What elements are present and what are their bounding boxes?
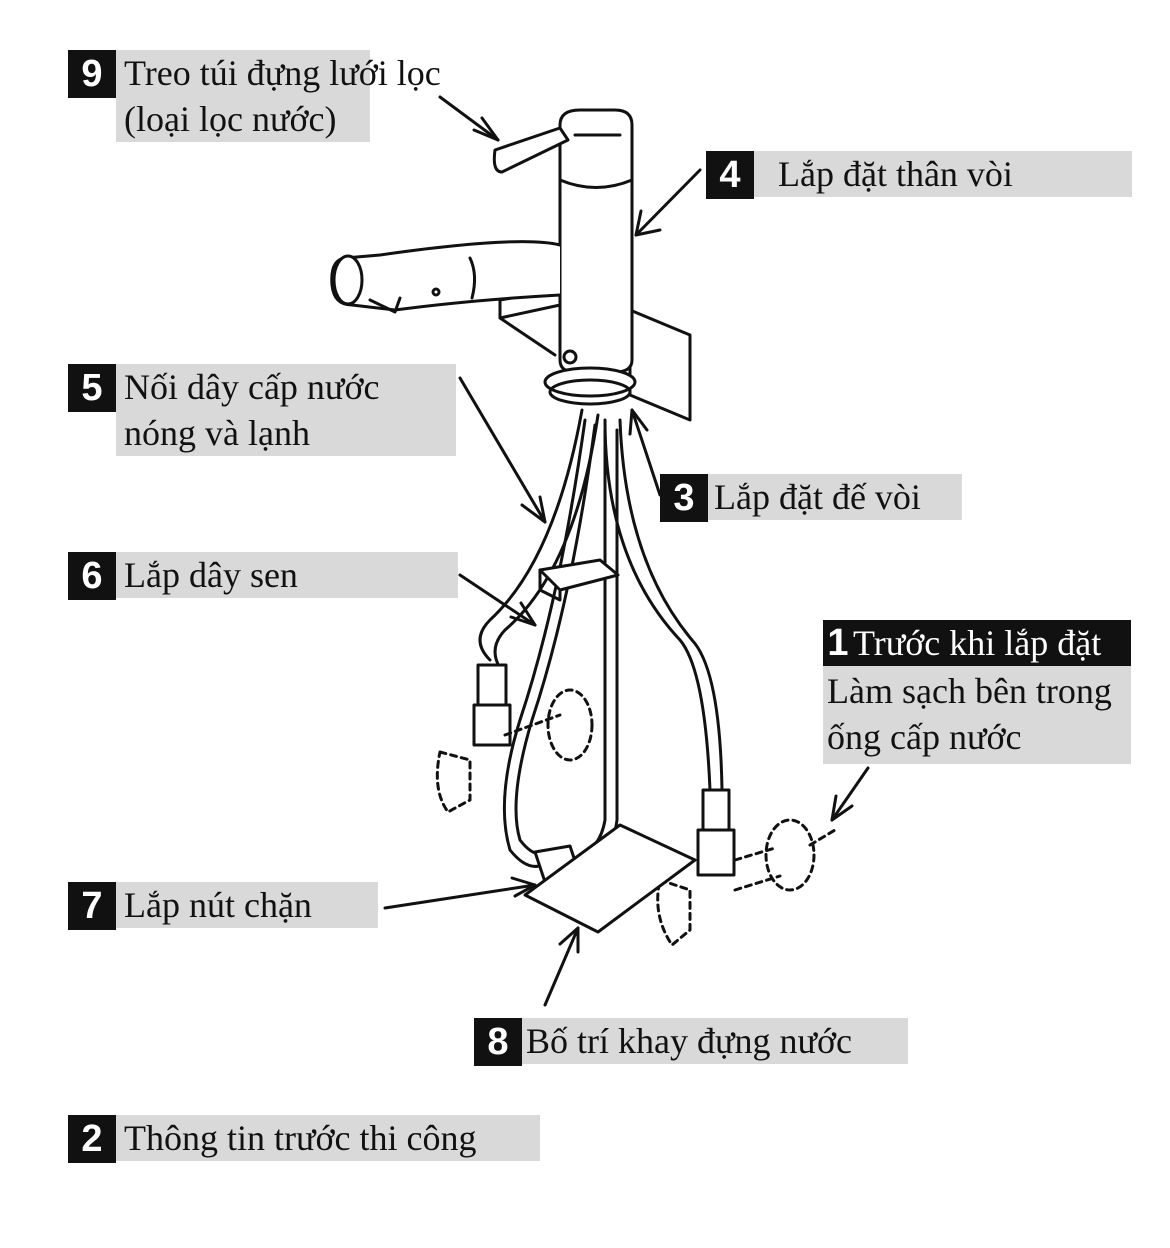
label-line: Lắp đặt đế vòi <box>714 477 921 517</box>
right-valve <box>656 788 837 947</box>
step-number-7: 7 <box>68 882 116 930</box>
supply-hoses <box>478 408 724 792</box>
step-number-1: 1 <box>827 621 849 664</box>
step-number-5: 5 <box>68 364 116 412</box>
label-step-8: 8 Bố trí khay đựng nước <box>474 1018 908 1066</box>
label-line: Lắp dây sen <box>124 555 298 595</box>
hose-clamp <box>538 558 620 602</box>
label-step-1-header: 1 Trước khi lắp đặt <box>823 620 1131 666</box>
label-text-6: Lắp dây sen <box>116 552 458 598</box>
label-line: Làm sạch bên trong <box>827 671 1112 711</box>
leader-lines <box>383 95 870 1007</box>
faucet-lever <box>492 126 570 174</box>
label-step-9: 9 Treo túi đựng lưới lọc (loại lọc nước) <box>68 50 441 142</box>
step-number-8: 8 <box>474 1018 522 1066</box>
label-line: (loại lọc nước) <box>124 99 337 139</box>
step-number-9: 9 <box>68 50 116 98</box>
faucet-spout <box>330 240 562 314</box>
label-step-3: 3 Lắp đặt đế vòi <box>660 474 962 522</box>
label-step-5: 5 Nối dây cấp nước nóng và lạnh <box>68 364 456 456</box>
label-line: nóng và lạnh <box>124 413 310 453</box>
label-text-4: Lắp đặt thân vòi <box>754 151 1132 197</box>
faucet-base <box>543 366 637 406</box>
step-number-3: 3 <box>660 474 708 522</box>
label-step-7: 7 Lắp nút chặn <box>68 882 378 930</box>
label-line: ống cấp nước <box>827 717 1022 757</box>
label-text-3: Lắp đặt đế vòi <box>708 474 962 520</box>
label-text-5: Nối dây cấp nước nóng và lạnh <box>116 364 456 456</box>
step-number-2: 2 <box>68 1115 116 1163</box>
label-line: Bố trí khay đựng nước <box>526 1021 853 1061</box>
label-line: Lắp nút chặn <box>124 885 312 925</box>
label-line: Lắp đặt thân vòi <box>778 154 1013 194</box>
label-line: Nối dây cấp nước <box>124 367 380 407</box>
label-line: Thông tin trước thi công <box>124 1118 477 1158</box>
faucet-body <box>558 108 634 374</box>
label-text-8: Bố trí khay đựng nước <box>522 1018 908 1064</box>
label-step-2: 2 Thông tin trước thi công <box>68 1115 540 1163</box>
label-text-9: Treo túi đựng lưới lọc (loại lọc nước) <box>116 50 441 142</box>
label-step-1: 1 Trước khi lắp đặt Làm sạch bên trong ố… <box>823 620 1131 764</box>
step-number-6: 6 <box>68 552 116 600</box>
drip-tray <box>523 823 697 934</box>
label-text-7: Lắp nút chặn <box>116 882 378 928</box>
label-step-4: 4 Lắp đặt thân vòi <box>706 151 1132 199</box>
step-number-4: 4 <box>706 151 754 199</box>
label-line: Treo túi đựng lưới lọc <box>124 53 441 93</box>
label-text-2: Thông tin trước thi công <box>116 1115 540 1161</box>
label-step-1-title: Trước khi lắp đặt <box>853 623 1102 663</box>
left-valve <box>435 663 594 814</box>
label-step-6: 6 Lắp dây sen <box>68 552 458 600</box>
shower-hose <box>502 418 619 870</box>
label-text-1: Làm sạch bên trong ống cấp nước <box>823 666 1131 764</box>
